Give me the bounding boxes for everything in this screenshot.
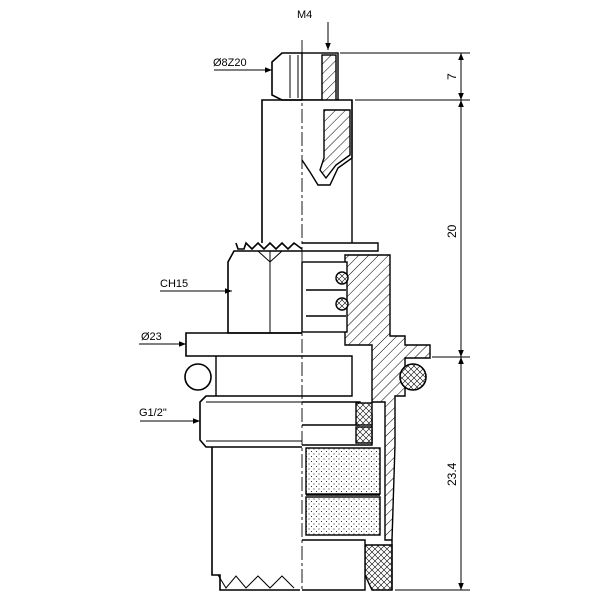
callout-hex: CH15 [160,278,188,290]
serrated-ring [235,241,303,251]
callout-flange: Ø23 [141,331,162,343]
o-ring-right [399,363,427,391]
dimension-lines [325,22,470,591]
stem [261,99,302,243]
section-view [301,52,431,591]
housing-section [344,254,431,541]
o-ring-left [184,363,212,391]
dimension-middle: 20 [445,224,459,238]
ceramic-disc-lower [305,496,381,536]
ceramic-disc-upper [305,447,381,495]
o-ring-inner-top [335,271,349,285]
lower-body [211,447,300,591]
hex-body [227,250,302,334]
external-view [184,52,303,591]
o-ring-inner-bottom [335,297,349,311]
callout-thread-body: G1/2" [139,407,167,419]
dimension-top: 7 [445,73,459,80]
callout-thread-tip: M4 [297,9,312,21]
thread-section [199,395,302,448]
base-seal [364,544,393,591]
dimension-bottom: 23.4 [445,462,459,486]
callout-leaders [139,67,272,424]
callout-spline: Ø8Z20 [213,57,247,69]
flange [185,332,302,357]
